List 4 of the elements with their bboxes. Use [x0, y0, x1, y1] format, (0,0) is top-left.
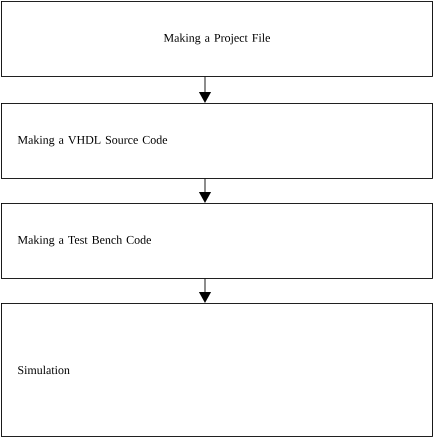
process-box: Making a Project File: [1, 1, 433, 77]
process-box: Making a Test Bench Code: [1, 203, 433, 279]
process-box: Simulation: [1, 303, 433, 437]
process-box: Making a VHDL Source Code: [1, 103, 433, 179]
